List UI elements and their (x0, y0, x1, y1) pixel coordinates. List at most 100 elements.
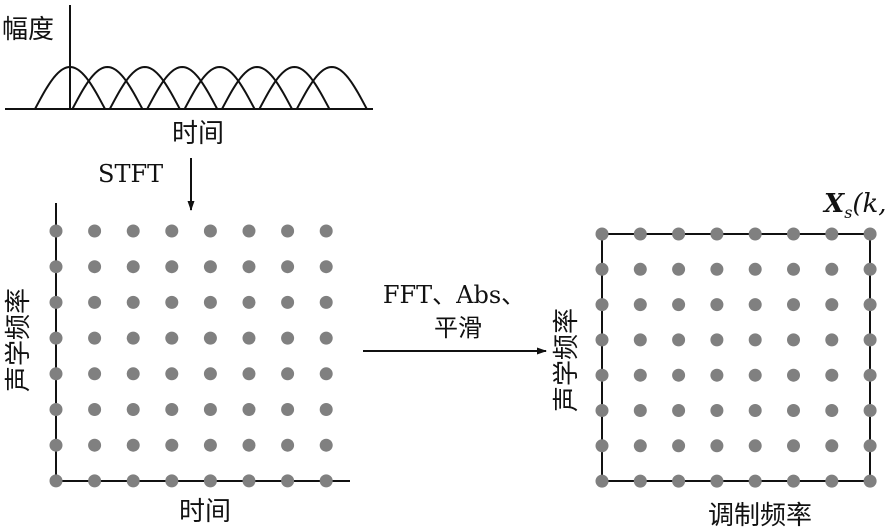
grid-dot (88, 224, 102, 238)
grid-dot (203, 474, 217, 488)
spectrogram-dots (49, 224, 333, 488)
grid-dot (165, 224, 179, 238)
grid-dot (319, 474, 333, 488)
grid-dot (126, 224, 140, 238)
grid-dot (595, 227, 609, 241)
grid-dot (126, 260, 140, 274)
spectrogram-grid: 声学频率 时间 (4, 203, 350, 527)
grid-dot (126, 295, 140, 309)
grid-dot (863, 333, 877, 347)
grid-dot (748, 404, 762, 417)
window-curves (34, 65, 368, 110)
grid-dot (633, 262, 647, 276)
grid-dot (319, 403, 333, 416)
grid-dot (49, 295, 63, 309)
modulation-grid: 声学频率 调制频率 Xs(k,i) (552, 189, 888, 530)
grid-dot (633, 227, 647, 241)
grid-dot (88, 474, 102, 488)
grid-dot (863, 262, 877, 276)
grid-dot (281, 403, 295, 416)
grid-dot (787, 333, 800, 347)
grid-dot (787, 227, 800, 241)
modulation-x-label: 调制频率 (708, 501, 812, 530)
grid-dot (710, 474, 724, 488)
grid-dot (672, 298, 686, 312)
grid-dot (633, 333, 647, 347)
grid-dot (633, 439, 647, 453)
grid-dot (710, 298, 724, 312)
grid-dot (710, 227, 724, 241)
window-curve (295, 65, 368, 110)
grid-dot (595, 474, 609, 488)
grid-dot (710, 439, 724, 453)
grid-dot (281, 331, 295, 345)
grid-dot (126, 367, 140, 381)
grid-dot (595, 439, 609, 453)
grid-dot (787, 439, 800, 453)
modulation-symbol: Xs(k,i) (822, 189, 888, 222)
grid-dot (825, 227, 839, 241)
grid-dot (672, 333, 686, 347)
grid-dot (787, 368, 800, 382)
transform-label-line1: FFT、Abs、 (383, 281, 525, 309)
grid-dot (203, 260, 217, 274)
grid-dot (126, 474, 140, 488)
grid-dot (825, 368, 839, 382)
grid-dot (203, 367, 217, 381)
grid-dot (787, 404, 800, 417)
modulation-symbol-subscript: s (844, 203, 852, 222)
grid-dot (165, 331, 179, 345)
grid-dot (710, 368, 724, 382)
grid-dot (825, 333, 839, 347)
grid-dot (242, 331, 256, 345)
grid-dot (319, 438, 333, 452)
grid-dot (710, 404, 724, 417)
grid-dot (281, 474, 295, 488)
modulation-grid-frame (601, 233, 871, 482)
grid-dot (165, 403, 179, 416)
window-curve (221, 65, 293, 110)
grid-dot (710, 262, 724, 276)
grid-dot (88, 403, 102, 416)
grid-dot (281, 438, 295, 452)
grid-dot (748, 333, 762, 347)
grid-dot (672, 474, 686, 488)
grid-dot (203, 331, 217, 345)
grid-dot (242, 438, 256, 452)
grid-dot (825, 404, 839, 417)
grid-dot (595, 368, 609, 382)
grid-dot (88, 367, 102, 381)
window-curve (108, 65, 181, 110)
grid-dot (863, 298, 877, 312)
grid-dot (49, 224, 63, 238)
stft-step: STFT (98, 158, 195, 211)
modulation-dots (595, 227, 877, 488)
grid-dot (863, 474, 877, 488)
grid-dot (595, 298, 609, 312)
grid-dot (595, 333, 609, 347)
grid-dot (49, 474, 63, 488)
grid-dot (672, 368, 686, 382)
grid-dot (165, 260, 179, 274)
grid-dot (49, 331, 63, 345)
modulation-y-label: 声学频率 (552, 308, 582, 412)
grid-dot (748, 262, 762, 276)
grid-dot (49, 260, 63, 274)
grid-dot (748, 298, 762, 312)
window-curve (146, 65, 219, 110)
grid-dot (825, 439, 839, 453)
grid-dot (203, 403, 217, 416)
grid-dot (49, 367, 63, 381)
grid-dot (748, 227, 762, 241)
grid-dot (203, 438, 217, 452)
grid-dot (825, 474, 839, 488)
grid-dot (825, 262, 839, 276)
grid-dot (595, 262, 609, 276)
grid-dot (633, 298, 647, 312)
grid-dot (633, 368, 647, 382)
grid-dot (710, 333, 724, 347)
grid-dot (203, 295, 217, 309)
grid-dot (672, 227, 686, 241)
window-curve (258, 65, 331, 110)
grid-dot (165, 474, 179, 488)
